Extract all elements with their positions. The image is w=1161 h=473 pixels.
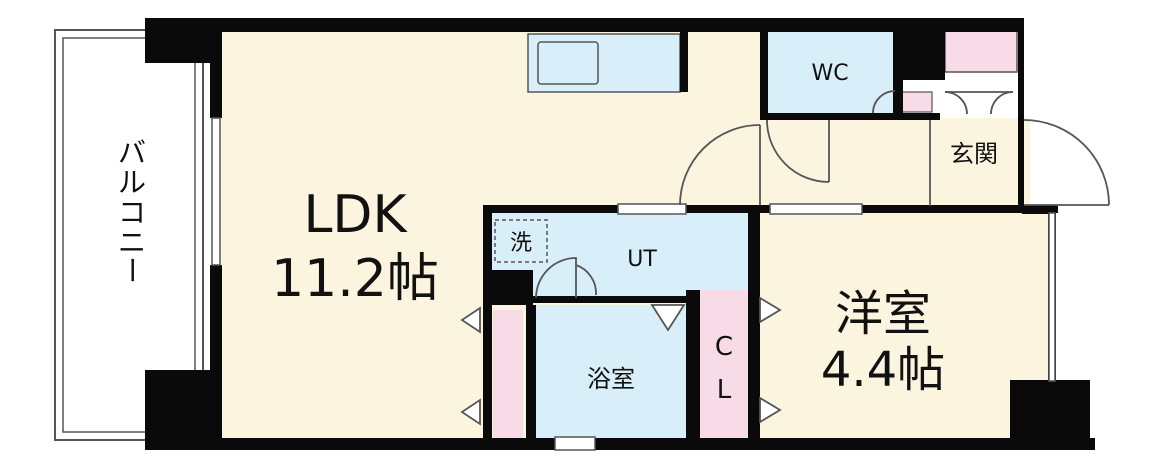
balcony-label: バ ル コ ニ ー [115,136,148,284]
wc-shelf [901,91,933,113]
western-floor [760,210,1050,440]
shoe-cabinet [944,29,1018,73]
closet-label-c: C [715,332,733,362]
balcony [54,29,204,441]
balcony-char: ー [115,256,148,284]
door-swings [535,90,1110,299]
balcony-char: ル [118,166,146,199]
western-name: 洋室 [835,286,931,342]
hall-floor [760,118,1030,210]
storage-ldk [493,310,523,438]
wc-floor [767,30,895,115]
washer-box [494,219,548,263]
wc-label: WC [811,61,848,86]
utility-floor [492,212,750,302]
ldk-name: LDK [303,185,408,245]
bath-label: 浴室 [587,365,635,393]
balcony-char: バ [118,136,146,169]
closet-label-l: L [717,375,732,405]
western-size: 4.4帖 [821,342,945,398]
utility-label: UT [627,247,657,272]
windows [211,117,1056,451]
washer-label: 洗 [510,231,532,256]
ldk-size: 11.2帖 [271,249,439,309]
bath-floor [535,305,687,440]
kitchen-counter [527,33,681,93]
balcony-char: コ [118,196,146,229]
closet-floor [700,290,748,440]
door-markers [460,296,782,426]
balcony-char: ニ [118,226,146,259]
entrance-label: 玄関 [950,140,998,168]
